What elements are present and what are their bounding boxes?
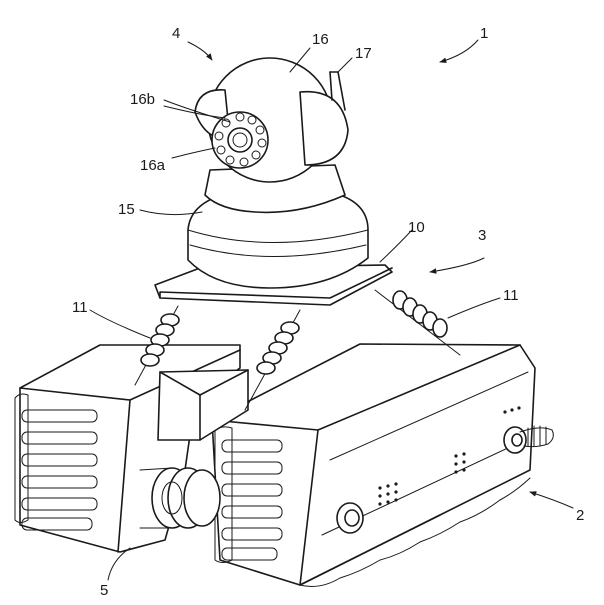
right-side-dots <box>378 406 521 506</box>
label-16: 16 <box>312 31 329 48</box>
camera-lens <box>211 111 269 169</box>
label-3: 3 <box>478 227 486 244</box>
label-16b: 16b <box>130 91 155 108</box>
label-5: 5 <box>100 582 108 599</box>
label-11-left: 11 <box>72 299 88 316</box>
right-side-knob <box>336 425 554 534</box>
left-crawler-treads <box>14 393 98 531</box>
label-4: 4 <box>172 25 180 42</box>
leader-lines <box>89 39 574 581</box>
label-10: 10 <box>408 219 425 236</box>
label-1: 1 <box>480 25 488 42</box>
label-17: 17 <box>355 45 372 62</box>
label-15: 15 <box>118 201 135 218</box>
spring-left <box>134 305 180 386</box>
central-coupling <box>139 369 249 529</box>
spring-middle <box>244 309 301 411</box>
suspension-springs <box>134 289 461 411</box>
right-crawler <box>211 343 554 587</box>
right-crawler-treads <box>214 426 531 587</box>
spring-right <box>374 289 461 356</box>
camera-head <box>194 57 349 214</box>
label-16a: 16a <box>140 157 166 174</box>
label-2: 2 <box>576 507 584 524</box>
label-11-right: 11 <box>503 287 519 304</box>
reference-labels: 1 2 3 4 5 10 11 11 15 16 16a 16b 17 <box>72 25 584 599</box>
camera-base <box>187 194 369 289</box>
